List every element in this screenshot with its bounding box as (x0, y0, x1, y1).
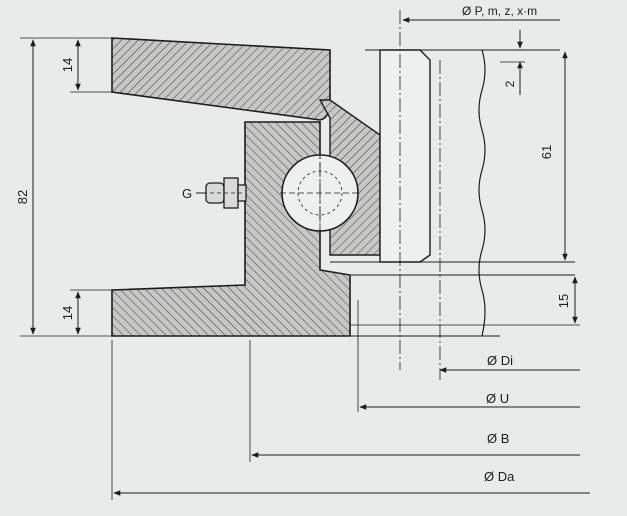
dim-gear-offset: 2 (503, 80, 517, 87)
dim-gear-width: 61 (539, 145, 554, 159)
gear-spec-label: Ø P, m, z, x·m (462, 4, 537, 18)
dim-outer-diameter: Ø Da (484, 469, 515, 484)
dim-upper-flange: 14 (60, 58, 75, 72)
dim-lower-flange: 14 (60, 306, 75, 320)
dim-b-diameter: Ø B (487, 431, 509, 446)
lubrication-fitting-label: G (182, 186, 192, 201)
gear-tooth-profile (379, 49, 431, 263)
break-line (478, 49, 486, 337)
outer-ring-section (111, 37, 331, 121)
dim-lower-gap: 15 (556, 294, 571, 308)
dim-overall-height: 82 (15, 190, 30, 204)
dim-inner-diameter: Ø Di (487, 353, 513, 368)
dim-u-diameter: Ø U (486, 391, 509, 406)
